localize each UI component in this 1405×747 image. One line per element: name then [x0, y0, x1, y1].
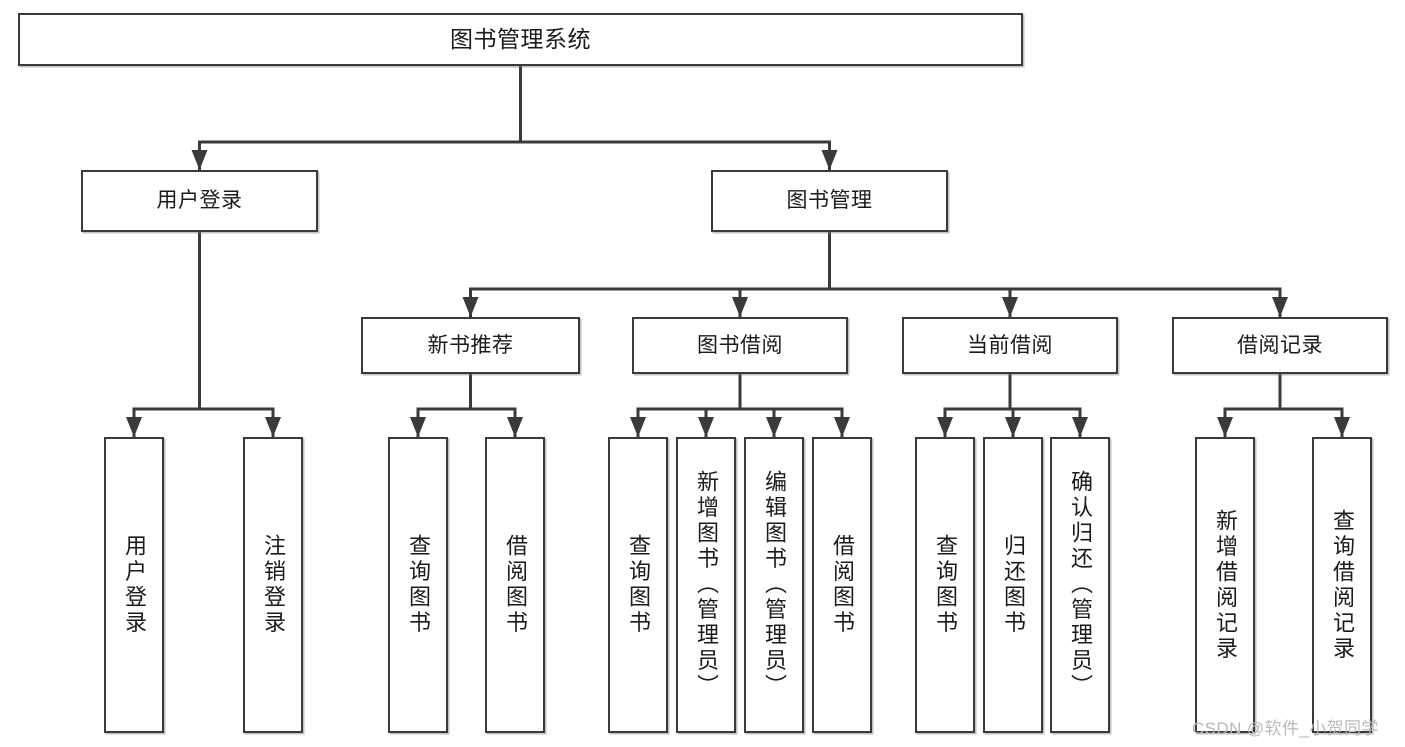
node-book-manage-label: 图书管理	[786, 189, 873, 213]
leaf-borrow-book-label: 借阅图书	[830, 534, 855, 636]
leaf-query-book-recommend-label: 查询图书	[406, 534, 431, 636]
node-new-book-recommend-label: 新书推荐	[427, 333, 514, 357]
leaf-query-borrow-record-label: 查询借阅记录	[1330, 508, 1355, 662]
leaf-confirm-return-label: 确认归还（管理员）	[1068, 470, 1093, 700]
node-book-borrow[interactable]: 图书借阅	[632, 317, 848, 374]
node-borrow-record-label: 借阅记录	[1237, 333, 1323, 357]
node-user-login[interactable]: 用户登录	[81, 170, 318, 232]
leaf-add-book-label: 新增图书（管理员）	[694, 470, 719, 700]
leaf-query-book-current-label: 查询图书	[933, 534, 958, 636]
leaf-query-book-current[interactable]: 查询图书	[915, 437, 975, 733]
leaf-logout-label: 注销登录	[261, 534, 286, 636]
leaf-borrow-book-recommend-label: 借阅图书	[503, 534, 528, 636]
leaf-add-borrow-record[interactable]: 新增借阅记录	[1195, 437, 1255, 733]
leaf-query-borrow-record[interactable]: 查询借阅记录	[1312, 437, 1372, 733]
csdn-watermark: CSDN @软件_小贺同学	[1192, 719, 1379, 738]
node-current-borrow-label: 当前借阅	[967, 333, 1053, 357]
node-root-label: 图书管理系统	[450, 25, 591, 52]
leaf-logout[interactable]: 注销登录	[243, 437, 303, 733]
node-current-borrow[interactable]: 当前借阅	[902, 317, 1118, 374]
leaf-borrow-book-recommend[interactable]: 借阅图书	[485, 437, 545, 733]
node-borrow-record[interactable]: 借阅记录	[1172, 317, 1388, 374]
leaf-return-book-label: 归还图书	[1001, 534, 1026, 636]
leaf-borrow-book[interactable]: 借阅图书	[812, 437, 872, 733]
leaf-query-book-borrow-label: 查询图书	[626, 534, 651, 636]
node-book-borrow-label: 图书借阅	[697, 333, 783, 357]
leaf-return-book[interactable]: 归还图书	[983, 437, 1043, 733]
leaf-query-book-recommend[interactable]: 查询图书	[388, 437, 448, 733]
node-book-manage[interactable]: 图书管理	[711, 170, 948, 232]
leaf-edit-book[interactable]: 编辑图书（管理员）	[744, 437, 804, 733]
leaf-confirm-return[interactable]: 确认归还（管理员）	[1050, 437, 1110, 733]
leaf-add-book[interactable]: 新增图书（管理员）	[676, 437, 736, 733]
leaf-query-book-borrow[interactable]: 查询图书	[608, 437, 668, 733]
leaf-edit-book-label: 编辑图书（管理员）	[762, 470, 787, 700]
node-new-book-recommend[interactable]: 新书推荐	[361, 317, 580, 374]
leaf-user-login[interactable]: 用户登录	[104, 437, 164, 733]
leaf-user-login-label: 用户登录	[122, 534, 147, 636]
node-user-login-label: 用户登录	[156, 189, 243, 213]
node-root[interactable]: 图书管理系统	[18, 13, 1023, 66]
leaf-add-borrow-record-label: 新增借阅记录	[1213, 508, 1238, 662]
